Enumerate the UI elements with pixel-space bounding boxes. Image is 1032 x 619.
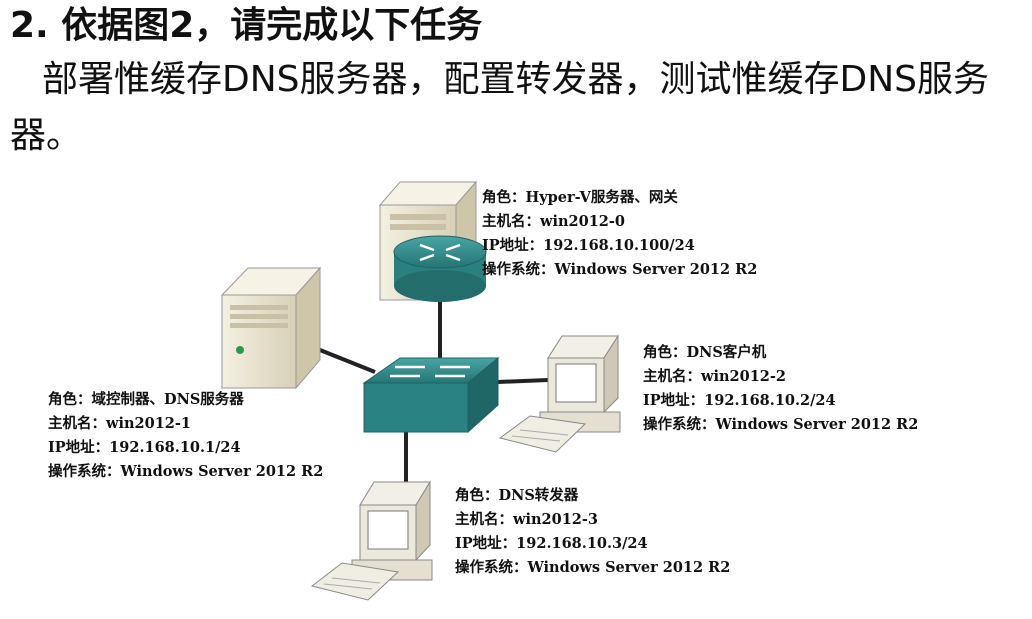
gateway-info: 角色：Hyper-V服务器、网关 主机名：win2012-0 IP地址：192.… — [482, 186, 757, 282]
client-info: 角色：DNS客户机 主机名：win2012-2 IP地址：192.168.10.… — [643, 341, 918, 437]
link-dc-switch — [314, 346, 376, 374]
domain-controller-icon — [220, 266, 322, 390]
network-links — [314, 300, 549, 488]
client-ip: IP地址：192.168.10.2/24 — [643, 392, 836, 409]
client-hostname: 主机名：win2012-2 — [643, 368, 786, 385]
dns-client-computer-icon — [498, 334, 621, 453]
dc-os: 操作系统：Windows Server 2012 R2 — [48, 463, 324, 480]
router-icon — [393, 235, 487, 302]
client-role: 角色：DNS客户机 — [643, 344, 767, 361]
switch-icon — [362, 356, 500, 434]
gateway-hostname: 主机名：win2012-0 — [482, 213, 625, 230]
task-description: 部署惟缓存DNS服务器，配置转发器，测试惟缓存DNS服务器。 — [10, 59, 990, 156]
dns-forwarder-computer-icon — [310, 480, 433, 601]
dc-role: 角色：域控制器、DNS服务器 — [48, 391, 244, 408]
link-switch-client — [497, 378, 549, 384]
dc-info: 角色：域控制器、DNS服务器 主机名：win2012-1 IP地址：192.16… — [48, 388, 323, 484]
forwarder-os: 操作系统：Windows Server 2012 R2 — [455, 559, 731, 576]
gateway-os: 操作系统：Windows Server 2012 R2 — [482, 261, 758, 278]
gateway-ip: IP地址：192.168.10.100/24 — [482, 237, 695, 254]
dc-hostname: 主机名：win2012-1 — [48, 415, 191, 432]
forwarder-ip: IP地址：192.168.10.3/24 — [455, 535, 648, 552]
forwarder-role: 角色：DNS转发器 — [455, 487, 579, 504]
forwarder-hostname: 主机名：win2012-3 — [455, 511, 598, 528]
forwarder-info: 角色：DNS转发器 主机名：win2012-3 IP地址：192.168.10.… — [455, 484, 730, 580]
client-os: 操作系统：Windows Server 2012 R2 — [643, 416, 919, 433]
gateway-role: 角色：Hyper-V服务器、网关 — [482, 189, 678, 206]
slide-heading: 2. 依据图2，请完成以下任务 — [10, 5, 483, 46]
dc-ip: IP地址：192.168.10.1/24 — [48, 439, 241, 456]
